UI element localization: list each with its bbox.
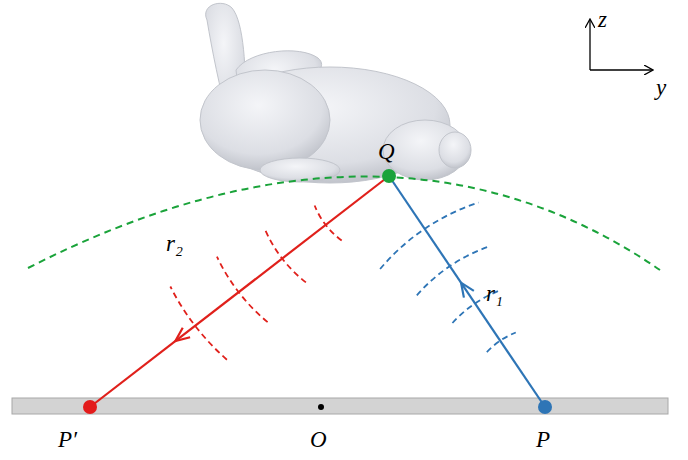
point-label: P <box>536 428 550 451</box>
ray-r1 <box>389 176 545 407</box>
point-label: Q <box>378 140 395 163</box>
ray-label: r₂ <box>166 232 183 255</box>
bunny-model <box>200 3 471 183</box>
wavefront <box>265 230 306 283</box>
origin-dot <box>318 404 324 410</box>
wavefront <box>315 206 342 241</box>
axis-label: z <box>598 8 607 31</box>
point-label: P′ <box>58 428 77 451</box>
source-dot <box>538 400 552 414</box>
ray-arrowhead <box>175 328 190 341</box>
ray-label: r₁ <box>486 282 503 305</box>
wavefront <box>417 246 489 295</box>
wavefront <box>380 203 478 270</box>
receiver-dot <box>83 400 97 414</box>
y-axis <box>590 69 652 70</box>
wavefront <box>170 286 227 359</box>
ray-arrowhead <box>461 283 474 298</box>
z-axis <box>589 20 590 70</box>
sensor-plane <box>12 398 668 414</box>
ray-r2 <box>90 176 389 407</box>
sphere-arc <box>28 176 660 270</box>
wavefront <box>487 333 516 353</box>
wavefront <box>217 257 268 323</box>
point-label: O <box>310 428 327 451</box>
point-dot <box>382 169 396 183</box>
axis-label: y <box>656 76 666 99</box>
